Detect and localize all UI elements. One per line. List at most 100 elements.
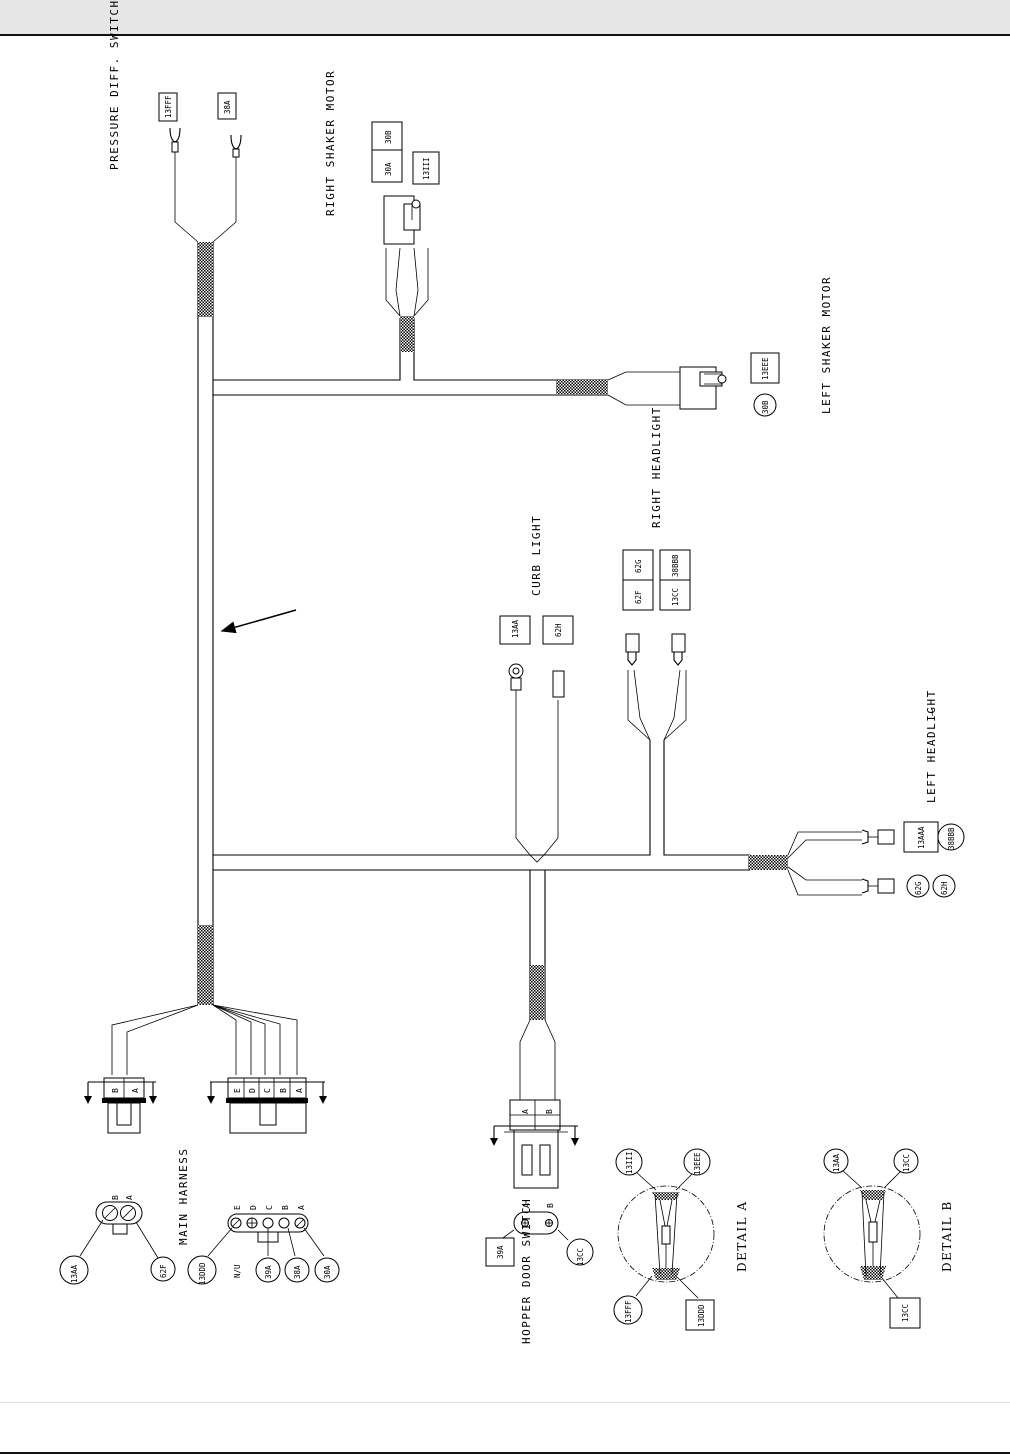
five-pin-callout-39a: 39A bbox=[255, 1257, 281, 1283]
five-pin-callout-38a: 38A bbox=[284, 1257, 310, 1283]
svg-text:13EEE: 13EEE bbox=[761, 357, 770, 380]
tag-62g-circle: 62G bbox=[906, 874, 930, 898]
svg-text:30B: 30B bbox=[761, 400, 770, 414]
tag-62h-circle: 62H bbox=[932, 874, 956, 898]
tag-38bbb: 38BBB bbox=[659, 549, 691, 581]
five-pin-callout-30a: 30A bbox=[314, 1257, 340, 1283]
detail-a-tag-13eee: 13EEE bbox=[683, 1148, 711, 1176]
five-pin-face: E D C B A bbox=[207, 1205, 325, 1257]
svg-text:13AA: 13AA bbox=[511, 619, 520, 638]
svg-text:62G: 62G bbox=[634, 559, 643, 573]
hopper-face-pin-b: B bbox=[546, 1203, 555, 1208]
five-pin-connector: E D C B A bbox=[207, 1077, 327, 1134]
two-pin-callout-13aa: 13AA bbox=[59, 1255, 89, 1285]
svg-text:39A: 39A bbox=[264, 1265, 273, 1279]
two-pin-a: A bbox=[131, 1088, 140, 1093]
hopper-switch-face: A B bbox=[499, 1203, 569, 1241]
tag-13fff: 13FFF bbox=[158, 92, 178, 122]
detail-b bbox=[823, 1169, 921, 1299]
detail-b-tag-13cc-box: 13CC bbox=[889, 1297, 921, 1329]
tag-13aa: 13AA bbox=[499, 615, 531, 645]
two-pin-b: B bbox=[111, 1088, 120, 1093]
svg-text:39A: 39A bbox=[496, 1245, 505, 1259]
hopper-callout-13cc: 13CC bbox=[566, 1238, 594, 1266]
hopper-pin-a: A bbox=[521, 1109, 530, 1114]
label-curb-light: CURB LIGHT bbox=[530, 515, 543, 596]
svg-text:62F: 62F bbox=[634, 590, 643, 604]
tag-62g: 62G bbox=[622, 549, 654, 581]
five-pin-a: A bbox=[295, 1088, 304, 1093]
tag-38a: 38A bbox=[217, 92, 237, 120]
svg-text:38A: 38A bbox=[223, 100, 232, 114]
svg-text:30A: 30A bbox=[323, 1265, 332, 1279]
footer-divider bbox=[0, 1452, 1010, 1454]
five-face-pin-c: C bbox=[265, 1205, 274, 1210]
detail-a-tag-13iii: 13III bbox=[615, 1148, 643, 1176]
five-pin-d: D bbox=[248, 1088, 257, 1093]
pressure-switch-terminals bbox=[169, 127, 242, 158]
svg-text:30B: 30B bbox=[384, 130, 393, 144]
curb-light-terminals bbox=[508, 663, 565, 698]
tag-13aaa: 13AAA bbox=[903, 821, 939, 853]
tag-30a: 30A bbox=[371, 149, 403, 183]
tag-62h: 62H bbox=[542, 615, 574, 645]
right-headlight-terminals bbox=[625, 633, 686, 666]
detail-a-title: DETAIL A bbox=[735, 1200, 749, 1272]
svg-text:13FFF: 13FFF bbox=[164, 95, 173, 118]
label-left-shaker: LEFT SHAKER MOTOR bbox=[820, 276, 833, 414]
svg-text:62H: 62H bbox=[554, 623, 563, 637]
detail-a bbox=[617, 1171, 715, 1299]
five-pin-callout-nu: N/U bbox=[233, 1264, 242, 1278]
tag-13eee: 13EEE bbox=[750, 352, 780, 384]
label-left-headlight: LEFT HEADLIGHT bbox=[925, 689, 938, 803]
stray-mark: – bbox=[925, 708, 938, 716]
hopper-branch bbox=[519, 870, 556, 1100]
detail-b-tag-13aa: 13AA bbox=[823, 1148, 849, 1174]
two-pin-face: B A bbox=[79, 1195, 159, 1259]
svg-text:62H: 62H bbox=[940, 881, 949, 895]
svg-text:13CC: 13CC bbox=[671, 588, 680, 606]
tag-30b: 30B bbox=[371, 121, 403, 151]
two-pin-connector: B A bbox=[84, 1077, 157, 1134]
svg-text:62F: 62F bbox=[159, 1264, 168, 1278]
hopper-pin-b: B bbox=[545, 1109, 554, 1114]
two-face-pin-b: B bbox=[111, 1195, 120, 1200]
detail-b-tag-13cc: 13CC bbox=[893, 1148, 919, 1174]
svg-text:62G: 62G bbox=[914, 881, 923, 895]
right-shaker-connector bbox=[383, 195, 421, 245]
svg-text:38BBB: 38BBB bbox=[947, 827, 956, 850]
svg-text:13AA: 13AA bbox=[832, 1153, 841, 1172]
tag-13iii: 13III bbox=[412, 151, 440, 185]
svg-text:38A: 38A bbox=[293, 1265, 302, 1279]
trunk-sheath-top bbox=[198, 242, 213, 317]
detail-a-tag-13fff: 13FFF bbox=[613, 1295, 643, 1325]
five-face-pin-e: E bbox=[233, 1205, 242, 1210]
svg-text:13CC: 13CC bbox=[901, 1304, 910, 1322]
five-face-pin-d: D bbox=[249, 1205, 258, 1210]
label-hopper-switch: HOPPER DOOR SWITCH bbox=[520, 1198, 533, 1344]
left-shaker-connector bbox=[679, 366, 727, 410]
five-pin-e: E bbox=[233, 1088, 242, 1093]
bottom-fan bbox=[111, 1004, 298, 1075]
left-headlight-terminals bbox=[861, 829, 895, 894]
tag-30b-circle: 30B bbox=[753, 393, 777, 417]
upper-branch bbox=[213, 247, 680, 406]
svg-text:30A: 30A bbox=[384, 162, 393, 176]
five-face-pin-b: B bbox=[281, 1205, 290, 1210]
svg-text:13FFF: 13FFF bbox=[624, 1300, 633, 1323]
pointer-arrow bbox=[220, 609, 297, 634]
svg-text:13CC: 13CC bbox=[576, 1248, 585, 1266]
svg-text:13III: 13III bbox=[625, 1151, 634, 1174]
trunk-sheath-bottom bbox=[198, 925, 213, 1005]
hopper-connector: A B bbox=[490, 1099, 579, 1189]
five-pin-c: C bbox=[263, 1088, 272, 1093]
svg-text:13AA: 13AA bbox=[70, 1264, 79, 1283]
svg-text:13DDD: 13DDD bbox=[697, 1304, 706, 1327]
five-pin-callout-13ddd: 13DDD bbox=[187, 1255, 217, 1285]
detail-b-title: DETAIL B bbox=[940, 1200, 954, 1272]
svg-text:38BBB: 38BBB bbox=[671, 554, 680, 577]
hopper-face-pin-a: A bbox=[522, 1203, 531, 1208]
label-pressure-switch: PRESSURE DIFF. SWITCH bbox=[108, 0, 121, 170]
page-header-bar bbox=[0, 0, 1010, 36]
